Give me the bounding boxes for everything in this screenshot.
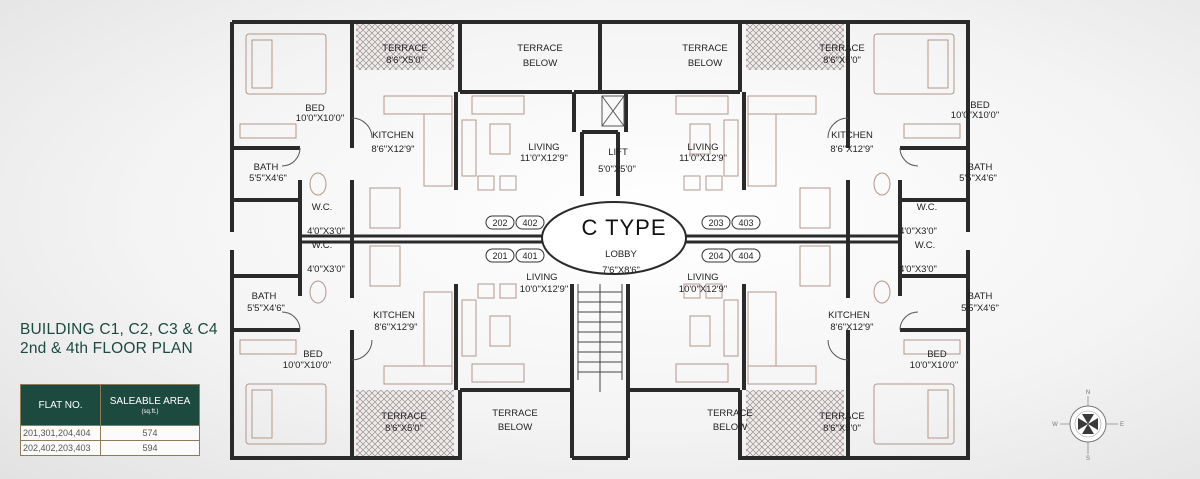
staircase [577, 284, 623, 392]
compass-icon: N S E W [1052, 390, 1124, 462]
wc-dim: 4'0"X3'0" [307, 226, 345, 237]
bed-label-bl: BED [303, 349, 323, 360]
flat-tag: 403 [738, 218, 753, 228]
terrace-dim-bl: 8'6"X5'0" [385, 423, 423, 434]
header-flat-no: FLAT NO. [19, 384, 102, 426]
cell-area: 594 [100, 440, 200, 456]
table-row: 201,301,204,404 574 [19, 425, 200, 441]
wc-label: W.C. [312, 202, 333, 213]
terrace-below-sub-br: BELOW [713, 422, 747, 433]
wc-dim-bl: 4'0"X3'0" [307, 264, 345, 275]
table-header-row: FLAT NO. SALEABLE AREA (sq.ft.) [19, 384, 200, 426]
living-dim-r: 11'0"X12'9" [679, 153, 727, 164]
kitchen-dim-bl: 8'6"X12'9" [374, 322, 417, 333]
title-line-1: BUILDING C1, C2, C3 & C4 [20, 321, 218, 338]
kitchen-dim-r: 8'6"X12'9" [830, 144, 873, 155]
bed-label-r: BED [970, 100, 990, 111]
terrace-below-sub-bl: BELOW [498, 422, 532, 433]
walls [230, 20, 970, 460]
wc-label-bl: W.C. [312, 240, 333, 251]
lift-shaft [601, 95, 625, 127]
wc-label-r: W.C. [917, 202, 938, 213]
bed-dim-bl: 10'0"X10'0" [283, 360, 331, 371]
flat-tag: 402 [522, 218, 537, 228]
flat-tag: 201 [492, 251, 507, 261]
header-unit: (sq.ft.) [141, 408, 159, 415]
living-dim-bl: 10'0"X12'9" [520, 284, 568, 295]
wc-dim-br: 4'0"X3'0" [899, 264, 937, 275]
bath-label: BATH [254, 162, 279, 173]
flat-tag: 401 [522, 251, 537, 261]
bath-dim-r: 5'5"X4'6" [959, 173, 997, 184]
kitchen-dim-br: 8'6"X12'9" [830, 322, 873, 333]
bed-dim-br: 10'0"X10'0" [910, 360, 958, 371]
living-label-r: LIVING [687, 142, 718, 153]
wc-label-br: W.C. [915, 240, 936, 251]
terrace-label: TERRACE [382, 43, 427, 54]
lobby-dim: 7'6"X8'6" [602, 265, 640, 276]
type-label: C TYPE [581, 215, 666, 240]
cell-flats: 202,402,203,403 [19, 440, 102, 456]
furniture [239, 33, 961, 445]
compass-n: N [1086, 390, 1090, 396]
flat-tags: 202 402 203 403 201 401 204 404 [485, 215, 761, 263]
door-swings [281, 117, 919, 361]
flat-tag: 404 [738, 251, 753, 261]
saleable-area-table: FLAT NO. SALEABLE AREA (sq.ft.) 201,301,… [19, 384, 200, 456]
flat-tag: 204 [708, 251, 723, 261]
terrace-below-label-br: TERRACE [707, 408, 752, 419]
living-dim: 11'0"X12'9" [520, 153, 568, 164]
bath-dim: 5'5"X4'6" [249, 173, 287, 184]
terrace-label-bl: TERRACE [381, 411, 426, 422]
cell-area: 574 [100, 425, 200, 441]
living-label-br: LIVING [687, 272, 718, 283]
kitchen-label-r: KITCHEN [831, 130, 873, 141]
flat-tag: 203 [708, 218, 723, 228]
kitchen-label: KITCHEN [372, 130, 414, 141]
terrace-dim-r: 8'6"X5'0" [823, 55, 861, 66]
kitchen-label-br: KITCHEN [828, 310, 870, 321]
terrace-below-label-bl: TERRACE [492, 408, 537, 419]
terrace-below-label: TERRACE [517, 43, 562, 54]
living-label-bl: LIVING [526, 272, 557, 283]
compass-e: E [1120, 422, 1124, 428]
terrace-below-sub-r: BELOW [688, 58, 722, 69]
kitchen-label-bl: KITCHEN [373, 310, 415, 321]
building-title: BUILDING C1, C2, C3 & C4 2nd & 4th FLOOR… [20, 320, 220, 358]
bath-label-br: BATH [968, 291, 993, 302]
terrace-below-sub: BELOW [523, 58, 557, 69]
wc-dim-r: 4'0"X3'0" [899, 226, 937, 237]
living-label: LIVING [528, 142, 559, 153]
bed-label: BED [305, 103, 325, 114]
kitchen-dim: 8'6"X12'9" [371, 144, 414, 155]
bed-dim-r: 10'0"X10'0" [951, 110, 999, 121]
compass-s: S [1086, 456, 1090, 462]
room-labels: TERRACE 8'6"X5'0" TERRACE BELOW BED 10'0… [247, 43, 999, 434]
terrace-dim: 8'6"X5'0" [386, 55, 424, 66]
header-saleable-area: SALEABLE AREA (sq.ft.) [100, 384, 200, 426]
bed-dim: 10'0"X10'0" [296, 113, 344, 124]
bath-label-r: BATH [968, 162, 993, 173]
table-row: 202,402,203,403 594 [19, 440, 200, 456]
bath-label-bl: BATH [252, 291, 277, 302]
lift-dim: 5'0"X5'0" [598, 164, 636, 175]
lobby-ellipse [541, 201, 687, 275]
bed-label-br: BED [927, 349, 947, 360]
title-line-2: 2nd & 4th FLOOR PLAN [20, 340, 193, 357]
lobby-label: LOBBY [605, 249, 637, 260]
compass-w: W [1052, 422, 1058, 428]
flat-tag: 202 [492, 218, 507, 228]
terrace-label-r: TERRACE [819, 43, 864, 54]
terrace-label-br: TERRACE [819, 411, 864, 422]
terrace-dim-br: 8'6"X5'0" [823, 423, 861, 434]
terrace-below-label-r: TERRACE [682, 43, 727, 54]
lift-label: LIFT [608, 147, 628, 158]
bath-dim-br: 5'5"X4'6" [961, 303, 999, 314]
hatched-terraces [356, 24, 844, 456]
cell-flats: 201,301,204,404 [19, 425, 102, 441]
bath-dim-bl: 5'5"X4'6" [247, 303, 285, 314]
living-dim-br: 10'0"X12'9" [679, 284, 727, 295]
